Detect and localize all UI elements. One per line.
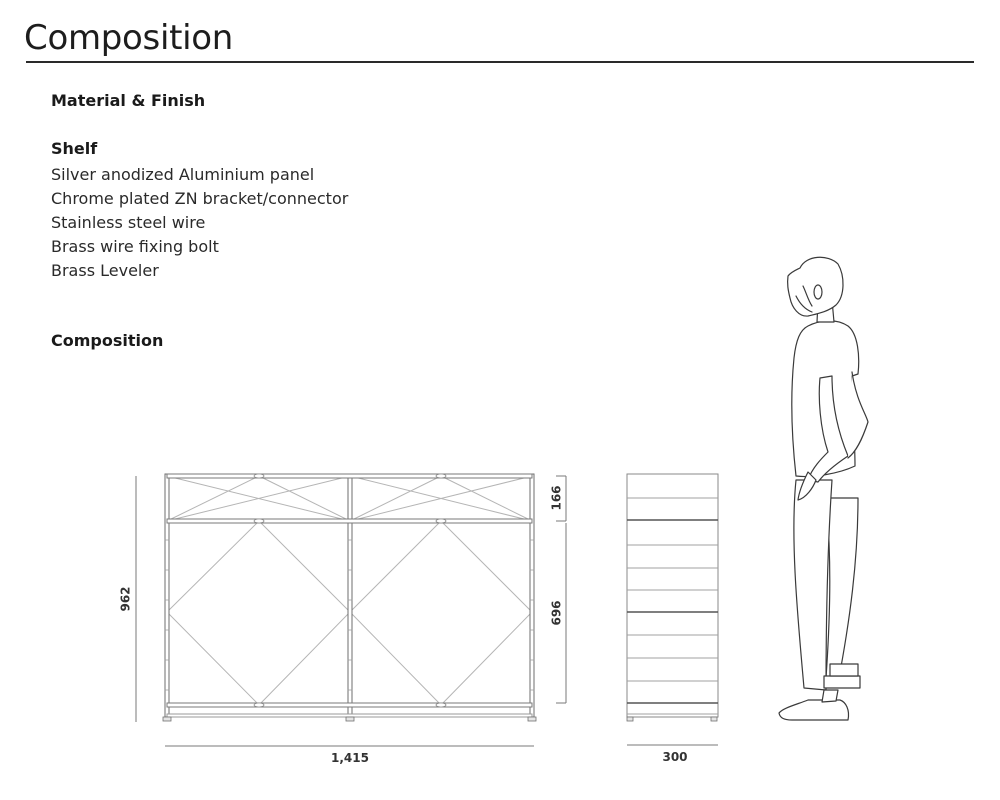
shelf-panels	[166, 473, 533, 718]
page-title: Composition	[24, 18, 234, 58]
material-list: Silver anodized Aluminium panel Chrome p…	[51, 163, 348, 283]
material-item: Brass wire fixing bolt	[51, 237, 219, 256]
material-item: Stainless steel wire	[51, 213, 206, 232]
vertical-posts	[164, 473, 535, 718]
overall-height-label: 962	[119, 586, 133, 611]
panel-brackets	[253, 473, 447, 708]
depth-label: 300	[662, 750, 687, 764]
front-elevation	[162, 473, 537, 722]
material-finish-heading: Material & Finish	[51, 91, 206, 110]
human-scale-figure	[778, 256, 869, 721]
composition-heading: Composition	[51, 331, 164, 350]
material-item: Chrome plated ZN bracket/connector	[51, 189, 349, 208]
title-divider	[26, 61, 974, 63]
side-elevation	[626, 473, 719, 722]
dimension-lines	[135, 475, 718, 747]
overall-width-label: 1,415	[331, 751, 369, 765]
lower-module-height-label: 696	[550, 600, 564, 625]
material-item: Silver anodized Aluminium panel	[51, 165, 315, 184]
levelers	[162, 716, 537, 722]
upper-module-height-label: 166	[550, 485, 564, 510]
shelf-heading: Shelf	[51, 139, 98, 158]
material-item: Brass Leveler	[51, 261, 159, 280]
